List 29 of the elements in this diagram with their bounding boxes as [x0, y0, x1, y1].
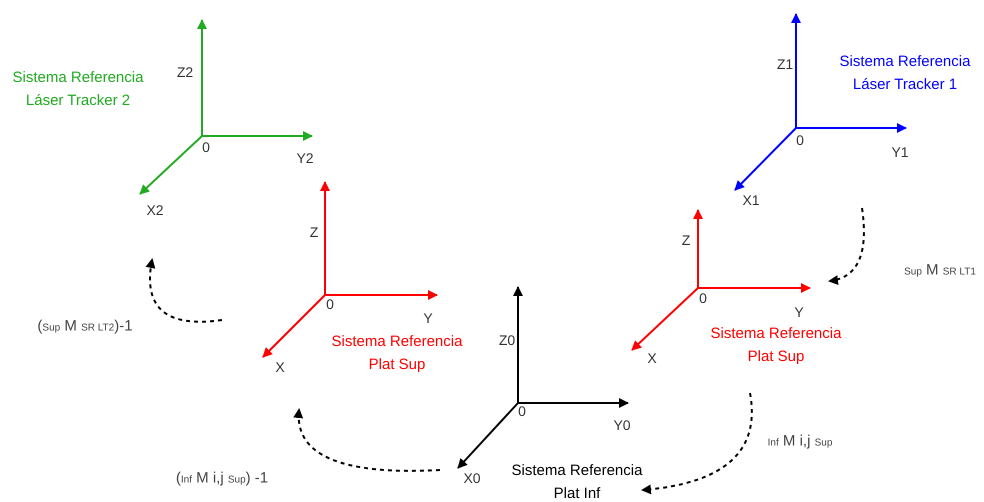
axis-label: 0 — [518, 403, 526, 419]
axis-label: 0 — [202, 139, 210, 155]
axis-label: Z1 — [776, 56, 794, 72]
axis-label: 0 — [699, 290, 707, 306]
axis-label: Y2 — [296, 150, 314, 166]
frame-title: Sistema Referencia Láser Tracker 2 — [12, 68, 144, 111]
frame-title: Sistema Referencia Plat Inf — [510, 461, 644, 502]
axis-label: Y1 — [891, 144, 909, 160]
curved-arrow — [828, 208, 865, 284]
curved-arrow — [146, 258, 222, 323]
axis-label: Z0 — [498, 332, 516, 348]
axis-label: X — [275, 359, 285, 375]
axis-label: 0 — [326, 296, 334, 312]
axis-label: X1 — [742, 192, 760, 208]
curved-arrow — [294, 408, 440, 472]
axis-label: 0 — [796, 132, 804, 148]
axis-label: X0 — [463, 470, 481, 486]
axis-label: Y — [423, 310, 433, 326]
frame-title: Sistema Referencia Láser Tracker 1 — [838, 52, 972, 95]
axis-label: Z2 — [176, 64, 194, 80]
curved-arrow — [641, 392, 753, 494]
axis-label: X2 — [146, 202, 164, 218]
axis-label: Y0 — [613, 417, 631, 433]
axis-label: Y — [794, 304, 804, 320]
axis-label: Z — [310, 224, 318, 240]
axis-label: X — [647, 350, 657, 366]
axis-label: Z — [682, 232, 690, 248]
frame-title: Sistema Referencia Plat Sup — [330, 332, 464, 375]
frame-title: Sistema Referencia Plat Sup — [710, 324, 842, 367]
